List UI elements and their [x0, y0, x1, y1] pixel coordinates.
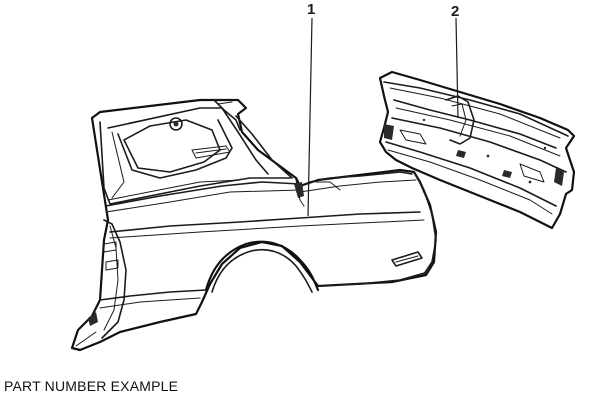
- callout-1-leader: [307, 17, 313, 217]
- callout-1-number: 1: [307, 1, 315, 18]
- figure-caption: PART NUMBER EXAMPLE: [4, 378, 179, 394]
- callout-2-leader: [455, 17, 459, 119]
- callout-2-number: 2: [451, 3, 459, 20]
- quarter-panel-part: [70, 98, 438, 352]
- parts-illustration: 1 2: [70, 1, 576, 352]
